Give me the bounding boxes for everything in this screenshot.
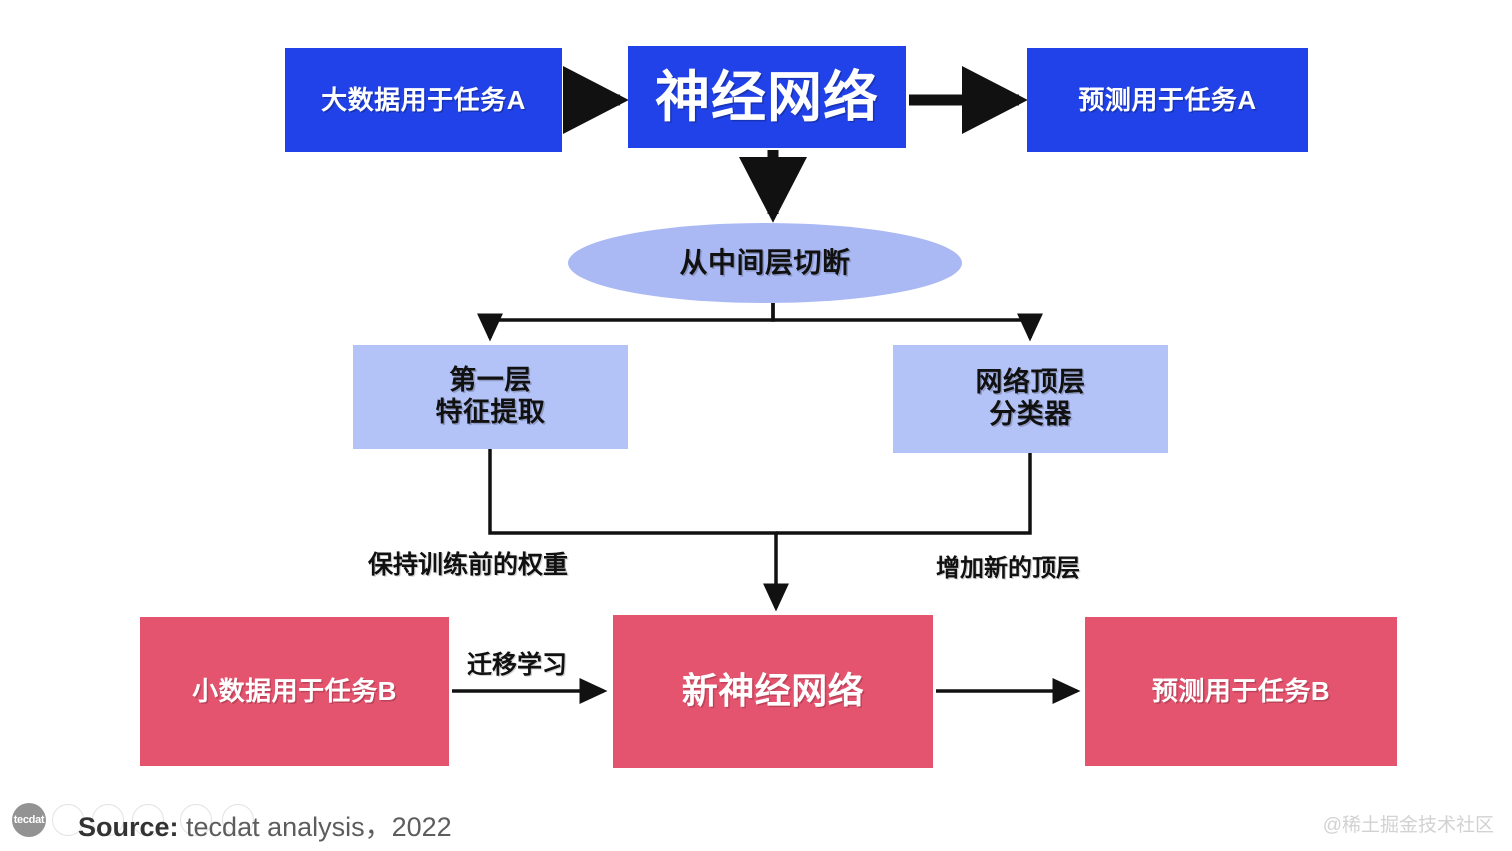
node-label: 预测用于任务B [1151,676,1331,707]
node-big-data-task-a[interactable]: 大数据用于任务A [285,48,562,152]
arrow-cut-to-firstlayer [477,303,775,342]
node-small-data-task-b[interactable]: 小数据用于任务B [140,617,449,766]
arrow-toplayer-to-newnet [776,453,1032,535]
tecdat-logo: tecdat [12,803,46,837]
source-text: tecdat analysis，2022 [178,812,452,842]
node-new-neural-network[interactable]: 新神经网络 [613,615,933,768]
ghost-icon-play [52,804,84,836]
node-cut-middle-layer[interactable]: 从中间层切断 [568,223,962,303]
watermark: @稀土掘金技术社区 [1322,815,1494,836]
node-label: 大数据用于任务A [321,84,526,115]
ghost-icon-search [92,804,124,836]
node-prediction-task-b[interactable]: 预测用于任务B [1085,617,1397,766]
node-label-stack: 第一层 特征提取 [436,365,546,429]
node-prediction-task-a[interactable]: 预测用于任务A [1027,48,1308,152]
source-prefix: Source: [78,812,179,842]
node-label: 小数据用于任务B [192,676,397,707]
arrow-cut-to-toplayer [771,303,1043,342]
footer: tecdat Source: tecdat analysis，2022 @稀土掘… [0,790,1512,851]
node-label-line2: 特征提取 [435,397,546,427]
ghost-icon-zoom [180,804,212,836]
node-label: 神经网络 [654,65,879,128]
arrow-firstlayer-to-newnet [488,449,789,612]
node-label: 新神经网络 [681,670,865,712]
ghost-icon-more [222,804,254,836]
node-neural-network[interactable]: 神经网络 [628,46,906,148]
edge-label-keep-weights: 保持训练前的权重 [368,551,569,579]
source-caption: Source: tecdat analysis，2022 [78,805,452,844]
node-first-layer[interactable]: 第一层 特征提取 [353,345,628,449]
edge-label-add-new-top: 增加新的顶层 [936,555,1080,582]
node-label-line2: 分类器 [989,399,1072,429]
node-label: 从中间层切断 [679,247,851,279]
node-label: 预测用于任务A [1078,84,1257,115]
node-label-line1: 第一层 [449,365,532,396]
edge-label-transfer-learning: 迁移学习 [467,651,568,679]
ghost-icon-copy [132,804,164,836]
node-top-layer-classifier[interactable]: 网络顶层 分类器 [893,345,1168,453]
node-label-line1: 网络顶层 [975,367,1086,398]
node-label-stack: 网络顶层 分类器 [976,367,1086,431]
